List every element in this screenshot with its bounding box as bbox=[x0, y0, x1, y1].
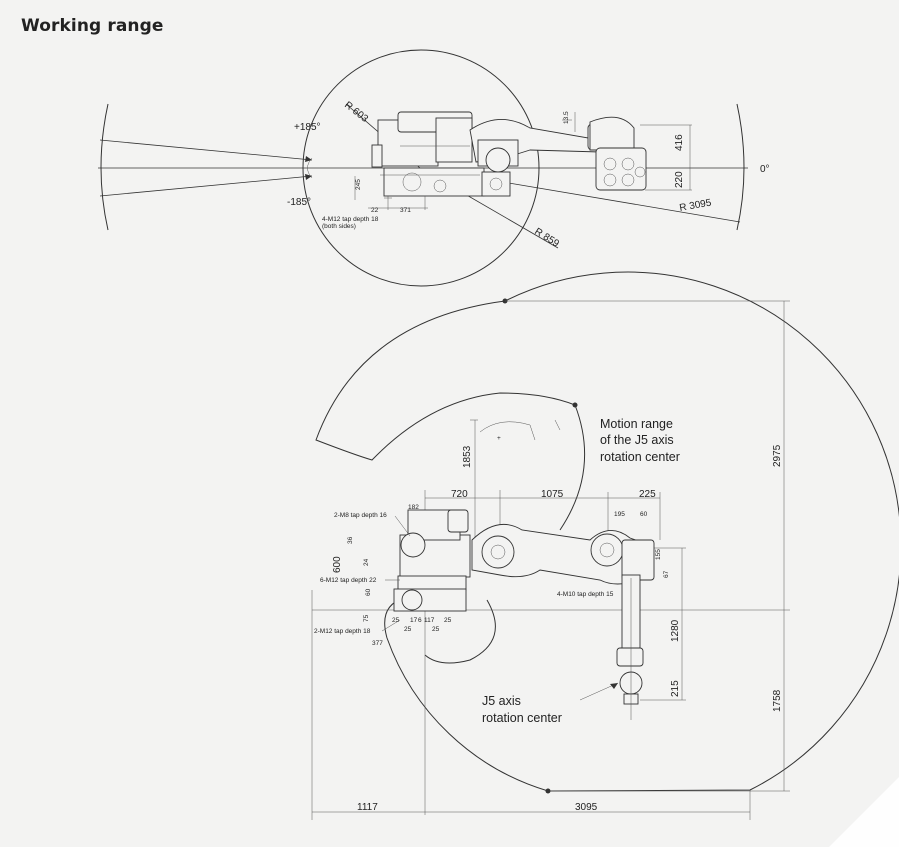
dim-1280: 1280 bbox=[670, 619, 681, 642]
dim-220: 220 bbox=[674, 171, 685, 188]
dim-245: 245 bbox=[355, 179, 362, 190]
dim-60: 60 bbox=[640, 511, 648, 518]
outer-reach-arc-left bbox=[100, 103, 109, 231]
angle-minus-185-label: -185° bbox=[287, 197, 311, 208]
page-title: Working range bbox=[21, 16, 164, 36]
dim-75: 75 bbox=[363, 614, 370, 622]
dim-371: 371 bbox=[400, 207, 411, 214]
motion-range-line-3: rotation center bbox=[600, 450, 680, 464]
dim-1117: 1117 bbox=[357, 802, 378, 813]
dim-22: 22 bbox=[371, 207, 379, 214]
dim-416: 416 bbox=[674, 134, 685, 151]
minus-185-line bbox=[99, 175, 313, 197]
motion-range-line-2: of the J5 axis bbox=[600, 433, 674, 447]
dim-2975: 2975 bbox=[772, 444, 783, 467]
dim-17: 17 bbox=[410, 617, 418, 624]
robot-top-view bbox=[371, 111, 647, 197]
dim-182: 182 bbox=[408, 504, 419, 511]
dim-117: 117 bbox=[424, 617, 435, 624]
dim-195: 195 bbox=[614, 511, 625, 518]
dim-24: 24 bbox=[363, 558, 370, 566]
dim-1075: 1075 bbox=[541, 489, 564, 500]
dim-25-b: 25 bbox=[404, 626, 412, 633]
dim-377: 377 bbox=[372, 640, 383, 647]
dim-720: 720 bbox=[451, 489, 468, 500]
dim-67: 67 bbox=[663, 570, 670, 578]
j5-motion-envelope bbox=[424, 404, 586, 664]
note-m10: 4-M10 tap depth 15 bbox=[557, 591, 614, 598]
dim-1758: 1758 bbox=[772, 689, 783, 712]
angle-plus-185-label: +185° bbox=[294, 122, 321, 133]
j5-label-line-1: J5 axis bbox=[482, 694, 521, 708]
dim-225: 225 bbox=[639, 489, 656, 500]
dim-1853: 1853 bbox=[462, 445, 473, 468]
j5-label-line-2: rotation center bbox=[482, 711, 562, 725]
tap-note-line-2: (both sides) bbox=[322, 223, 356, 230]
dim-25-d: 25 bbox=[444, 617, 452, 624]
outer-working-envelope bbox=[315, 271, 899, 792]
dim-36: 36 bbox=[347, 536, 354, 544]
dim-13-5: 13.5 bbox=[563, 111, 570, 124]
angle-zero-label: 0° bbox=[760, 164, 770, 175]
r3095-label: R 3095 bbox=[679, 197, 713, 214]
plus-185-line bbox=[99, 139, 313, 161]
motion-range-line-1: Motion range bbox=[600, 417, 673, 431]
r859-label: R 859 bbox=[532, 226, 561, 250]
corner-fade bbox=[829, 777, 899, 847]
dim-6: 6 bbox=[418, 617, 422, 624]
top-view: +185° -185° 0° R 603 R 859 R 3095 416 22… bbox=[98, 49, 770, 287]
dim-215: 215 bbox=[670, 680, 681, 697]
dim-155: 155 bbox=[655, 549, 662, 560]
dim-25-c: 25 bbox=[432, 626, 440, 633]
dim-25-a: 25 bbox=[392, 617, 400, 624]
outer-reach-arc-right bbox=[736, 103, 745, 231]
note-m12-18: 2-M12 tap depth 18 bbox=[314, 628, 371, 635]
robot-side-view bbox=[393, 509, 655, 720]
dim-60-b: 60 bbox=[365, 588, 372, 596]
note-m8: 2-M8 tap depth 16 bbox=[334, 512, 387, 519]
tap-note-line-1: 4-M12 tap depth 18 bbox=[322, 216, 379, 223]
dim-600: 600 bbox=[332, 556, 343, 573]
side-view: + bbox=[311, 271, 899, 820]
svg-text:+: + bbox=[497, 435, 501, 442]
dim-3095: 3095 bbox=[575, 802, 598, 813]
note-m12-22: 6-M12 tap depth 22 bbox=[320, 577, 377, 584]
